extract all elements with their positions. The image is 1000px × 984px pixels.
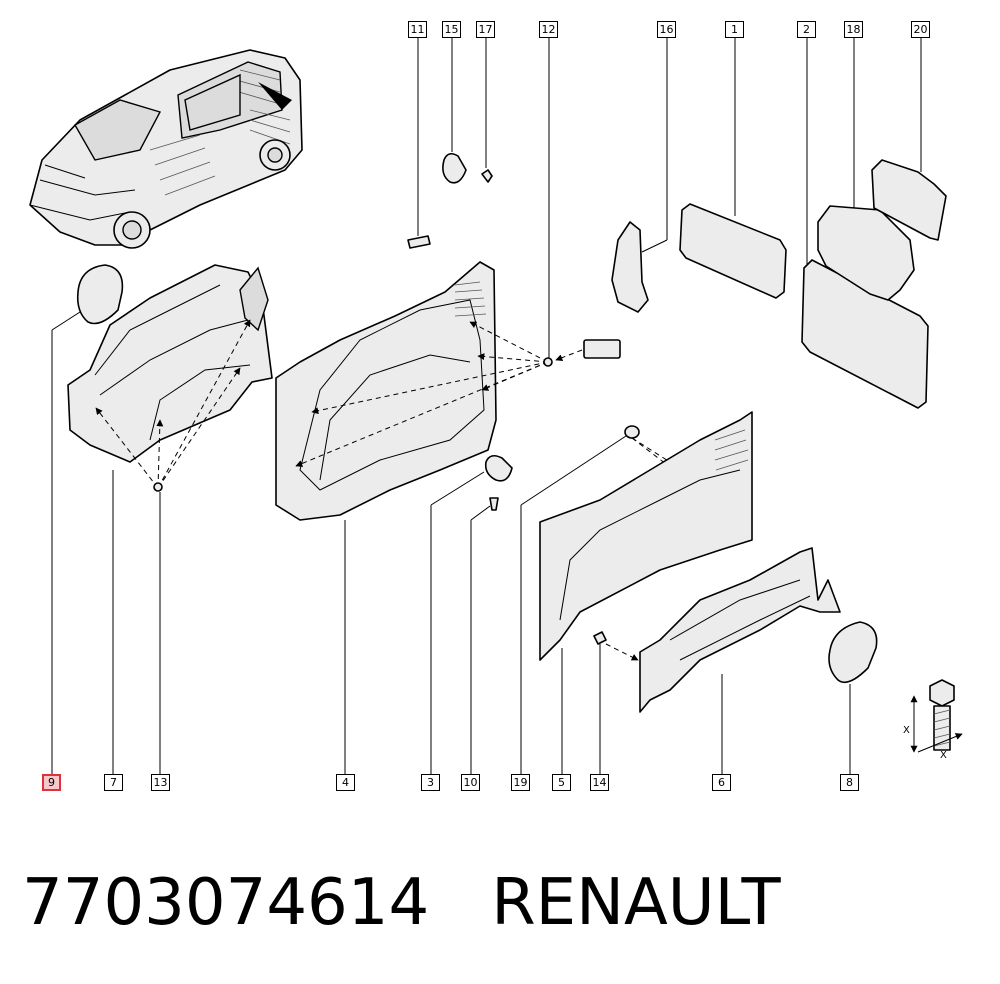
bolt-dimension-illustration [910,679,963,753]
dimension-x-horizontal: X [940,750,947,761]
part-17-screw [481,169,493,183]
part-20-grille [871,159,947,241]
part-5-rear-side-panel [539,411,753,661]
callout-16[interactable]: 16 [657,21,676,38]
callout-10[interactable]: 10 [461,774,480,791]
parts-diagram: X X [29,36,963,775]
part-10-screw [489,497,499,511]
part-4-side-trim-panel [275,261,497,521]
callout-6[interactable]: 6 [712,774,731,791]
callout-11[interactable]: 11 [408,21,427,38]
callout-14[interactable]: 14 [590,774,609,791]
part-3-clip [484,454,513,482]
part-15-clip [442,152,467,184]
callout-5[interactable]: 5 [552,774,571,791]
part-8-cap [828,621,878,684]
callout-20[interactable]: 20 [911,21,930,38]
part-16-bracket [611,221,649,313]
callout-18[interactable]: 18 [844,21,863,38]
part-14-fastener [593,631,607,645]
callout-17[interactable]: 17 [476,21,495,38]
part-9-cap [76,264,124,325]
callout-3[interactable]: 3 [421,774,440,791]
callout-1[interactable]: 1 [725,21,744,38]
callout-7[interactable]: 7 [104,774,123,791]
dimension-x-vertical: X [903,725,910,736]
part-11-clip [407,235,431,249]
part-1-pad [679,203,787,299]
part-7-wheelarch-trim [67,264,273,463]
callout-8[interactable]: 8 [840,774,859,791]
part-caption: 7703074614 RENAULT [22,858,982,948]
callout-2[interactable]: 2 [797,21,816,38]
callout-9-selected[interactable]: 9 [42,774,61,791]
callout-4[interactable]: 4 [336,774,355,791]
part-19-grommet [624,425,640,439]
brand-name: RENAULT [491,866,781,940]
leader-lines [51,36,922,775]
callout-13[interactable]: 13 [151,774,170,791]
vehicle-illustration [29,49,303,249]
part-6-sill-trim [639,547,841,713]
callout-12[interactable]: 12 [539,21,558,38]
part-number: 7703074614 [22,866,430,940]
callout-15[interactable]: 15 [442,21,461,38]
part-18-cover [817,205,915,301]
callout-19[interactable]: 19 [511,774,530,791]
